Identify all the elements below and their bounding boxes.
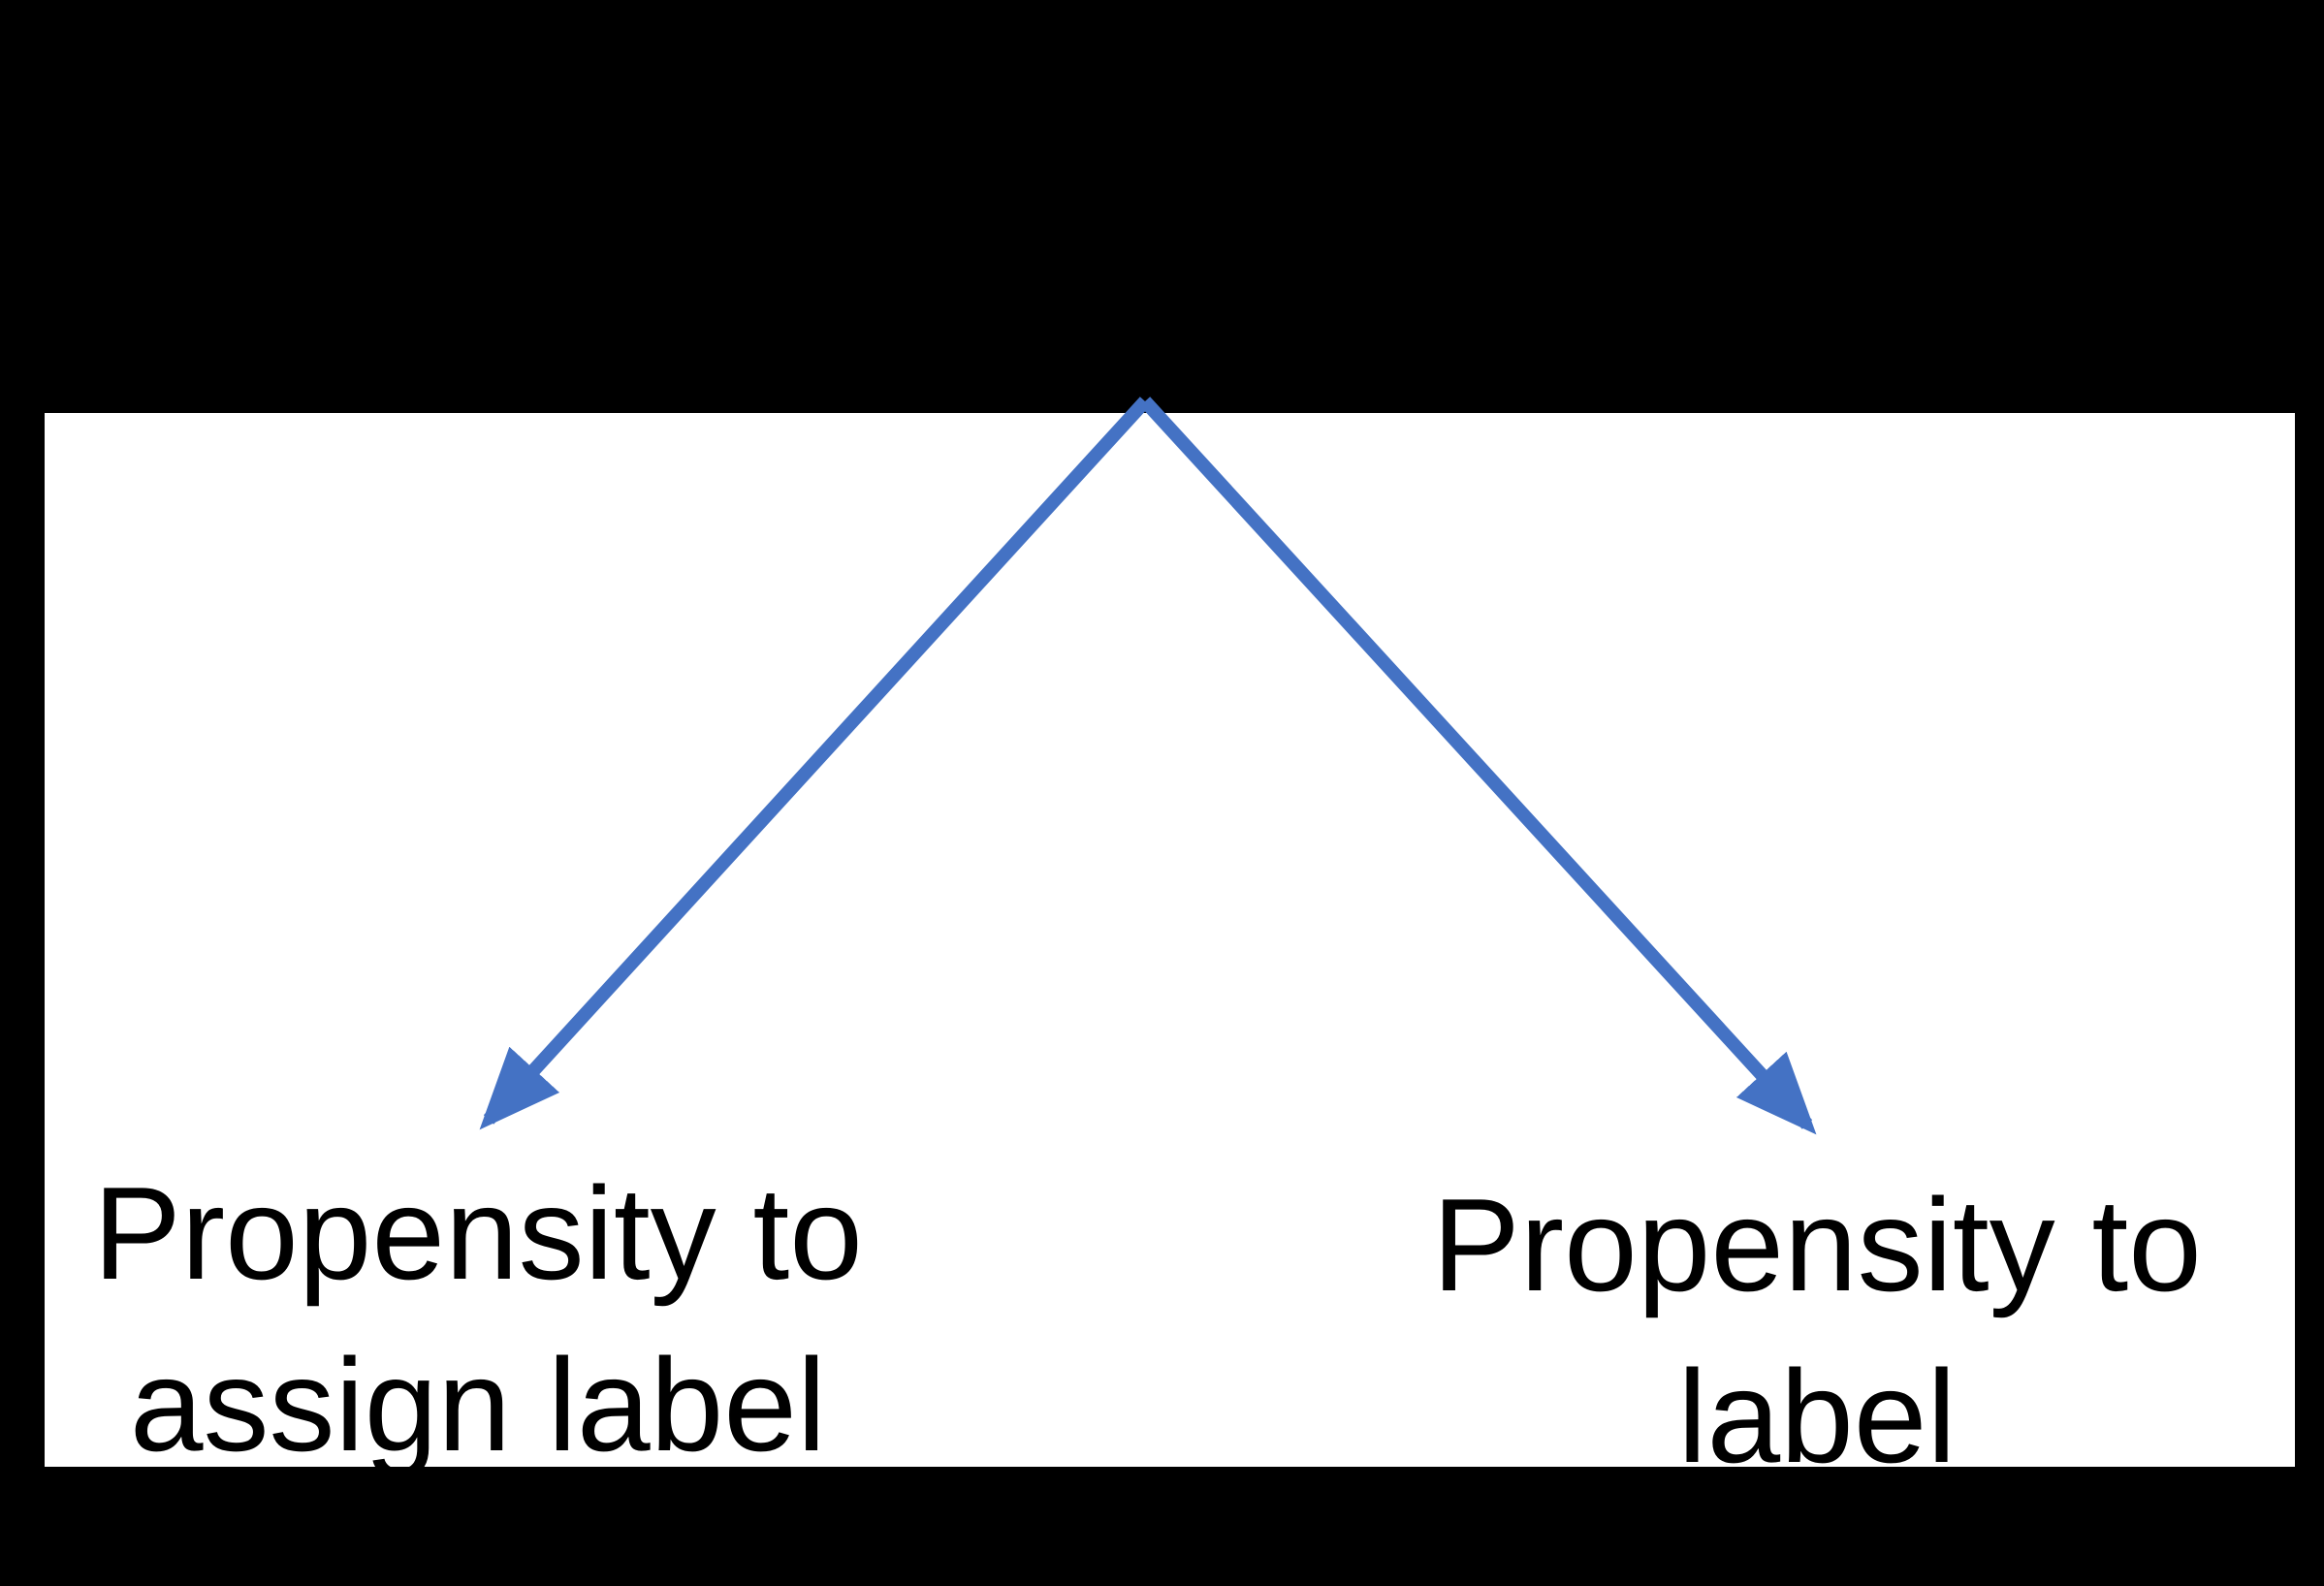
right-label-line2: label (1677, 1343, 1957, 1467)
left-label-line2: assign label (129, 1331, 827, 1467)
right-label: Propensity to label (1410, 1159, 2224, 1467)
diagram-canvas: Propensity to assign label Propensity to… (45, 413, 2295, 1467)
left-label-line1: Propensity to (93, 1159, 863, 1307)
right-label-line1: Propensity to (1432, 1171, 2202, 1318)
left-label: Propensity to assign label (45, 1148, 911, 1467)
